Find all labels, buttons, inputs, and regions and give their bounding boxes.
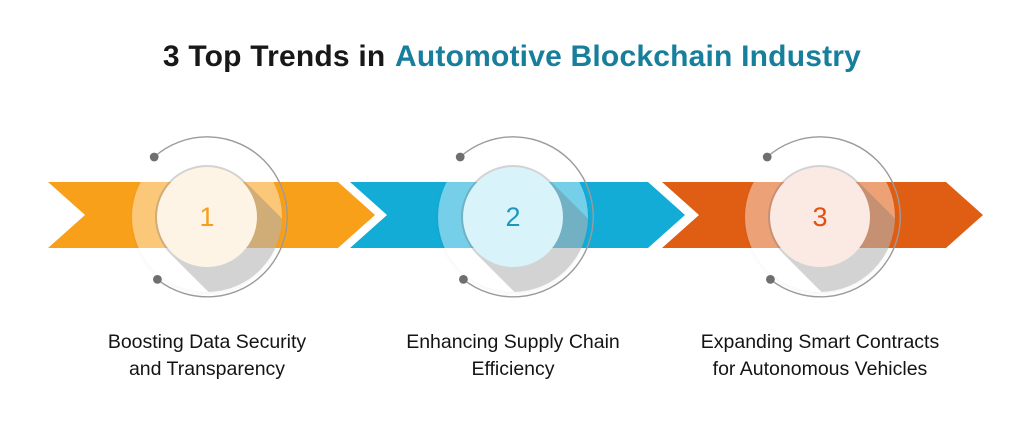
step-number: 2 [505, 201, 521, 232]
step-number: 3 [812, 201, 828, 232]
step-number: 1 [199, 201, 215, 232]
halo-circle: 1 [132, 142, 282, 292]
arc-end-dot [153, 275, 162, 284]
arc-end-dot [766, 275, 775, 284]
arc-end-dot [149, 152, 159, 162]
label-line-2: for Autonomous Vehicles [712, 358, 928, 380]
halo-circle: 2 [438, 142, 588, 292]
arc-end-dot [762, 152, 772, 162]
label-line-2: and Transparency [128, 358, 286, 380]
title-highlight: Automotive Blockchain Industry [394, 40, 862, 73]
label-line-1: Expanding Smart Contracts [700, 331, 940, 353]
label-line-1: Enhancing Supply Chain [406, 331, 620, 353]
arc-end-dot [459, 275, 468, 284]
step-label: Enhancing Supply Chain Efficiency [353, 329, 673, 383]
step-label: Boosting Data Security and Transparency [47, 329, 367, 383]
number-badge: 2 [463, 167, 563, 267]
open-ring-icon [149, 136, 288, 298]
open-ring-icon [455, 136, 594, 298]
label-line-2: Efficiency [471, 358, 555, 380]
step-label: Expanding Smart Contracts for Autonomous… [660, 329, 980, 383]
halo-circle: 3 [745, 142, 895, 292]
number-badge: 3 [770, 167, 870, 267]
number-badge: 1 [157, 167, 257, 267]
title-prefix: 3 Top Trends in [162, 40, 386, 73]
label-line-1: Boosting Data Security [107, 331, 307, 353]
arc-end-dot [455, 152, 465, 162]
open-ring-icon [762, 136, 901, 298]
